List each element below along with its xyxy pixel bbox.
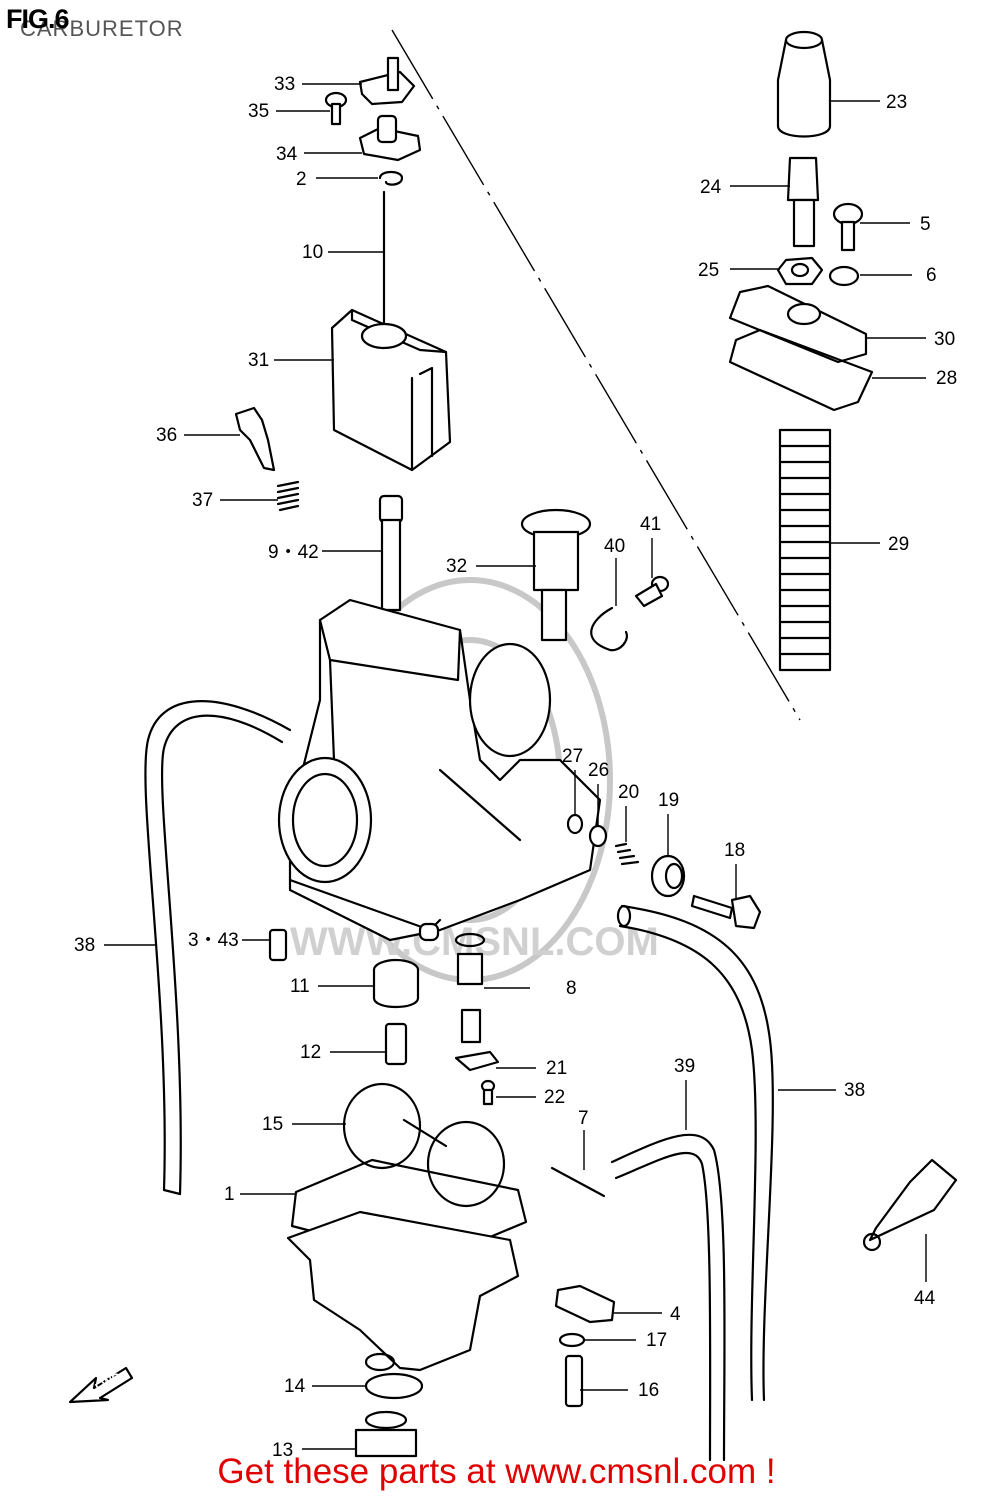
- callout-7: 7: [578, 1108, 589, 1129]
- float-bowl: [286, 1210, 520, 1372]
- top-cover-30: [728, 284, 868, 364]
- overflow-tube-39: [610, 1133, 726, 1462]
- callout-20: 20: [618, 782, 639, 803]
- washer-26: [588, 824, 608, 848]
- callout-13: 13: [272, 1440, 293, 1461]
- callout-19: 19: [658, 790, 679, 811]
- callout-31: 31: [248, 350, 269, 371]
- callout-23: 23: [886, 92, 907, 113]
- drain-plug-13: [354, 1410, 418, 1458]
- callout-10: 10: [302, 242, 323, 263]
- callout-18: 18: [724, 840, 745, 861]
- air-screw-36: [234, 406, 276, 472]
- callout-28: 28: [936, 368, 957, 389]
- callout-3-43: 3・43: [188, 930, 239, 951]
- nut-25: [776, 256, 824, 286]
- clip-2: [378, 170, 404, 186]
- plate-4: [554, 1284, 616, 1324]
- cap-19: [650, 854, 686, 898]
- callout-1: 1: [224, 1184, 235, 1205]
- callout-32: 32: [446, 556, 467, 577]
- screw-35: [324, 91, 348, 126]
- rubber-cap-23: [776, 30, 832, 138]
- callout-2: 2: [296, 169, 307, 190]
- return-spring-29: [778, 428, 832, 672]
- callout-29: 29: [888, 534, 909, 555]
- callout-4: 4: [670, 1304, 681, 1325]
- callout-33: 33: [274, 74, 295, 95]
- pilot-jet-3-43: [268, 928, 288, 962]
- callout-11: 11: [290, 976, 310, 997]
- o-ring-27: [566, 813, 584, 835]
- callout-14: 14: [284, 1376, 306, 1397]
- gasket-28: [728, 328, 874, 412]
- vent-tube-38-right: [616, 904, 774, 1402]
- callout-22: 22: [544, 1087, 565, 1108]
- callout-12: 12: [300, 1042, 321, 1063]
- washer-6: [828, 265, 860, 287]
- callout-15: 15: [262, 1114, 283, 1135]
- callout-5: 5: [920, 214, 931, 235]
- callout-26: 26: [588, 760, 609, 781]
- baffle-11: [372, 958, 420, 1008]
- callout-16: 16: [638, 1380, 659, 1401]
- callout-39: 39: [674, 1056, 695, 1077]
- cable-adjuster-24: [786, 156, 820, 248]
- starter-plunger-32: [520, 508, 592, 642]
- forward-arrow-icon: FWD: [68, 1366, 134, 1404]
- float-pin-7: [550, 1166, 606, 1198]
- o-ring-14: [364, 1372, 424, 1400]
- clamp-44: [862, 1158, 958, 1252]
- callout-27: 27: [562, 746, 583, 767]
- callout-44: 44: [914, 1288, 936, 1309]
- callout-25: 25: [698, 260, 719, 281]
- throttle-cable-cap-33: [358, 56, 416, 106]
- callout-38a: 38: [74, 935, 95, 956]
- callout-37: 37: [192, 490, 213, 511]
- callout-34: 34: [276, 144, 298, 165]
- throttle-valve-31: [330, 308, 452, 472]
- screw-41: [634, 575, 670, 608]
- carburetor-body: [277, 598, 602, 942]
- spring-20: [614, 842, 640, 866]
- clip-40: [590, 606, 628, 652]
- screw-16: [564, 1354, 584, 1408]
- callout-24: 24: [700, 177, 722, 198]
- figure-title: FIG.6: [6, 4, 70, 34]
- main-jet-12: [384, 1022, 408, 1066]
- callout-30: 30: [934, 329, 955, 350]
- screw-22: [480, 1079, 496, 1106]
- callout-21: 21: [546, 1058, 567, 1079]
- callout-36: 36: [156, 425, 177, 446]
- gasket-1: [290, 1158, 528, 1264]
- footer-banner[interactable]: Get these parts at www.cmsnl.com !: [217, 1452, 776, 1491]
- plate-21: [454, 1050, 500, 1072]
- callout-41: 41: [640, 514, 661, 535]
- needle-jet-8: [454, 932, 486, 1044]
- callout-6: 6: [926, 265, 937, 286]
- callout-40: 40: [604, 536, 625, 557]
- spring-37: [276, 480, 300, 512]
- callout-9-42: 9・42: [268, 542, 319, 563]
- throttle-stop-screw-9-42: [378, 494, 404, 612]
- divider-line: [391, 29, 801, 721]
- callout-17: 17: [646, 1330, 667, 1351]
- idle-screw-18: [690, 894, 762, 930]
- washer-17: [558, 1332, 586, 1348]
- figure-subtitle: CARBURETOR: [20, 16, 184, 41]
- callout-38b: 38: [844, 1080, 865, 1101]
- screw-5: [832, 202, 864, 252]
- float-15: [342, 1082, 506, 1208]
- callout-35: 35: [248, 101, 269, 122]
- vent-tube-38-left: [144, 700, 292, 1196]
- callout-8: 8: [566, 978, 577, 999]
- plate-34: [358, 114, 422, 162]
